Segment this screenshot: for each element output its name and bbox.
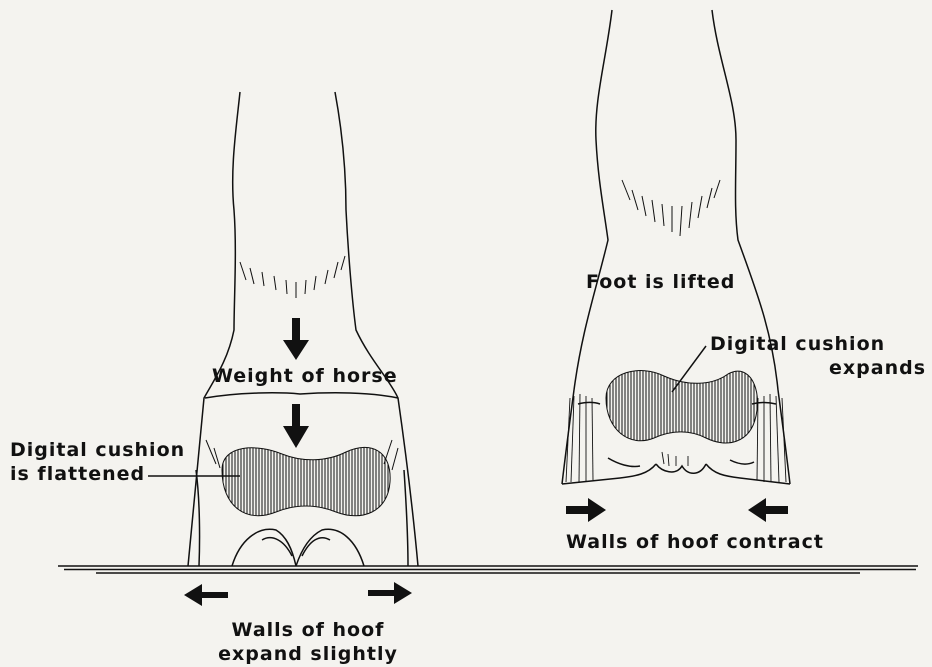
- left-fetlock-hair: [240, 256, 345, 298]
- left-digital-cushion: [220, 438, 391, 526]
- down-arrow-lower: [283, 404, 309, 448]
- left-walls-label-line1: Walls of hoof: [188, 618, 428, 642]
- right-arrow-expand: [368, 582, 412, 604]
- right-cushion-leader: [672, 346, 706, 392]
- weight-of-horse-label: Weight of horse: [212, 364, 398, 388]
- left-hoof-drawing: [188, 92, 418, 566]
- right-cushion-label-line1: Digital cushion: [710, 332, 885, 356]
- ground-line: [58, 566, 918, 573]
- right-fetlock-hair: [622, 180, 720, 236]
- right-leg-outline: [574, 10, 612, 390]
- left-walls-label-line2: expand slightly: [188, 642, 428, 666]
- right-walls-label: Walls of hoof contract: [566, 530, 824, 554]
- right-digital-cushion: [604, 360, 760, 450]
- left-cushion-label-line2: is flattened: [10, 462, 145, 486]
- right-cushion-label-line2: expands: [829, 356, 926, 380]
- left-cushion-label-line1: Digital cushion: [10, 438, 185, 462]
- down-arrow-upper: [283, 318, 309, 360]
- left-arrow-contract: [748, 498, 788, 522]
- foot-is-lifted-label: Foot is lifted: [586, 270, 735, 294]
- left-arrow-expand: [184, 584, 228, 606]
- right-arrow-contract: [566, 498, 606, 522]
